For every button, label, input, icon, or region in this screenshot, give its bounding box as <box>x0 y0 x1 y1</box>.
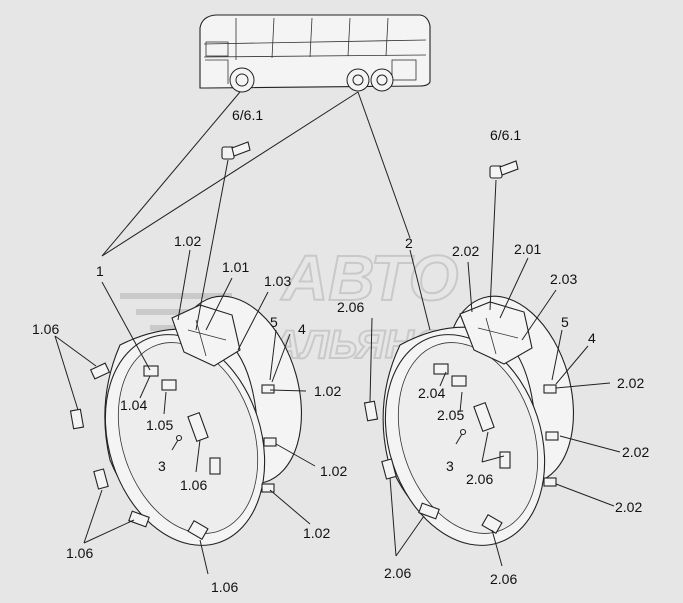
label-2-06-center: 2.06 <box>466 471 493 487</box>
label-1-06-topleft: 1.06 <box>32 321 59 337</box>
label-1-01: 1.01 <box>222 259 249 275</box>
label-2-04: 2.04 <box>418 385 445 401</box>
label-2-03: 2.03 <box>550 271 577 287</box>
label-1-02-mid: 1.02 <box>314 383 341 399</box>
label-bolt-left: 6/6.1 <box>232 107 263 123</box>
label-4-right: 4 <box>588 330 596 346</box>
label-4-left: 4 <box>298 321 306 337</box>
label-2-06-bottomleft: 2.06 <box>384 565 411 581</box>
label-1-04: 1.04 <box>120 397 147 413</box>
label-1-06-bottomleft: 1.06 <box>66 545 93 561</box>
label-3-left: 3 <box>158 458 166 474</box>
bolt-right <box>489 160 519 311</box>
label-1-05: 1.05 <box>146 417 173 433</box>
label-callout-2: 2 <box>405 235 413 251</box>
label-3-right: 3 <box>446 458 454 474</box>
label-1-02-low: 1.02 <box>320 463 347 479</box>
label-5-right: 5 <box>561 314 569 330</box>
label-2-02-r1: 2.02 <box>617 375 644 391</box>
right-leaders <box>369 249 621 567</box>
label-2-02-top: 2.02 <box>452 243 479 259</box>
label-2-02-r2: 2.02 <box>622 444 649 460</box>
right-wheel-cover-assembly <box>363 160 575 546</box>
label-1-06-bottom: 1.06 <box>211 579 238 595</box>
label-callout-1: 1 <box>96 263 104 279</box>
label-1-06-center: 1.06 <box>180 477 207 493</box>
label-2-01: 2.01 <box>514 241 541 257</box>
label-5-left: 5 <box>270 314 278 330</box>
wheel-leaders <box>101 91 411 257</box>
callout-labels: 6/6.1 6/6.1 1 2 1.02 1.01 1.03 5 4 1.02 … <box>32 107 649 595</box>
label-1-03: 1.03 <box>264 273 291 289</box>
label-2-05: 2.05 <box>437 407 464 423</box>
bus-illustration <box>199 14 431 93</box>
left-leaders <box>54 249 316 575</box>
label-2-06-upper: 2.06 <box>337 299 364 315</box>
label-bolt-right: 6/6.1 <box>490 127 521 143</box>
watermark-line1: АВТО <box>280 242 458 314</box>
label-1-02-bottom: 1.02 <box>303 525 330 541</box>
label-2-06-bottom: 2.06 <box>490 571 517 587</box>
label-1-02-top: 1.02 <box>174 233 201 249</box>
bolt-left <box>195 141 251 331</box>
label-2-02-r3: 2.02 <box>615 499 642 515</box>
